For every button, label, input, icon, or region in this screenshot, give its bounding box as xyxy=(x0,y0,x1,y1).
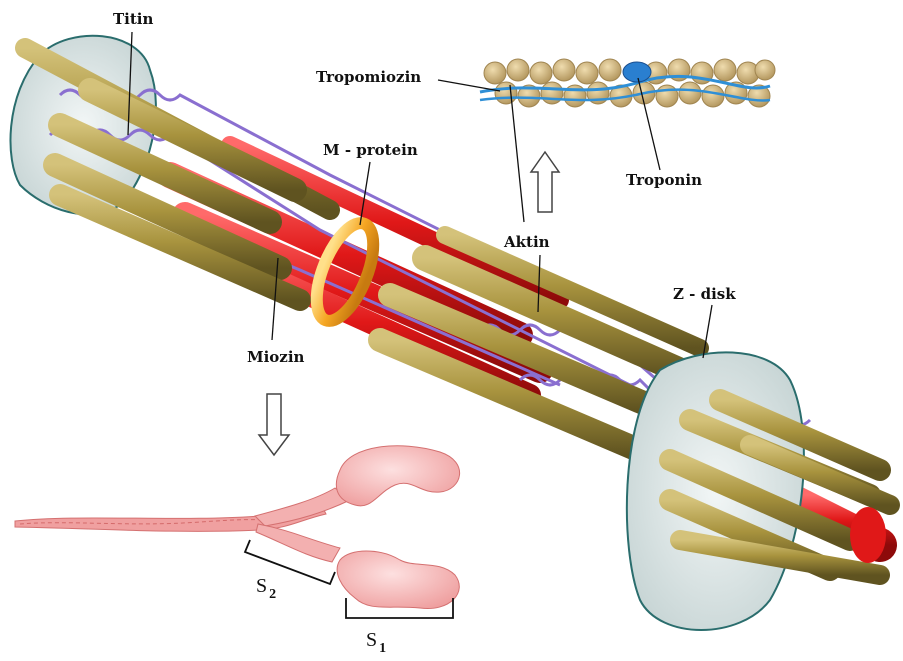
tropomiozin-label: Tropomiozin xyxy=(316,70,421,85)
myosin-head-lower xyxy=(337,551,459,609)
troponin-label: Troponin xyxy=(626,173,702,188)
myosin-molecule xyxy=(15,446,460,609)
s1-letter: S xyxy=(366,629,377,651)
myosin-head-upper xyxy=(336,446,459,506)
actin-inset xyxy=(480,59,775,107)
s2-index: 2 xyxy=(269,587,276,602)
troponin-complex xyxy=(623,62,651,82)
z-disk-label: Z - disk xyxy=(673,287,736,302)
aktin-leader-top xyxy=(510,85,524,222)
down-arrow-icon xyxy=(259,394,289,455)
aktin-label: Aktin xyxy=(504,235,550,250)
miozin-label: Miozin xyxy=(247,350,304,365)
myosin-neck-lower xyxy=(256,524,340,562)
s2-letter: S xyxy=(256,575,267,597)
titin-label: Titin xyxy=(113,12,153,27)
s1-index: 1 xyxy=(379,641,386,656)
up-arrow-icon xyxy=(531,152,559,212)
m-protein-label: M - protein xyxy=(323,143,418,158)
